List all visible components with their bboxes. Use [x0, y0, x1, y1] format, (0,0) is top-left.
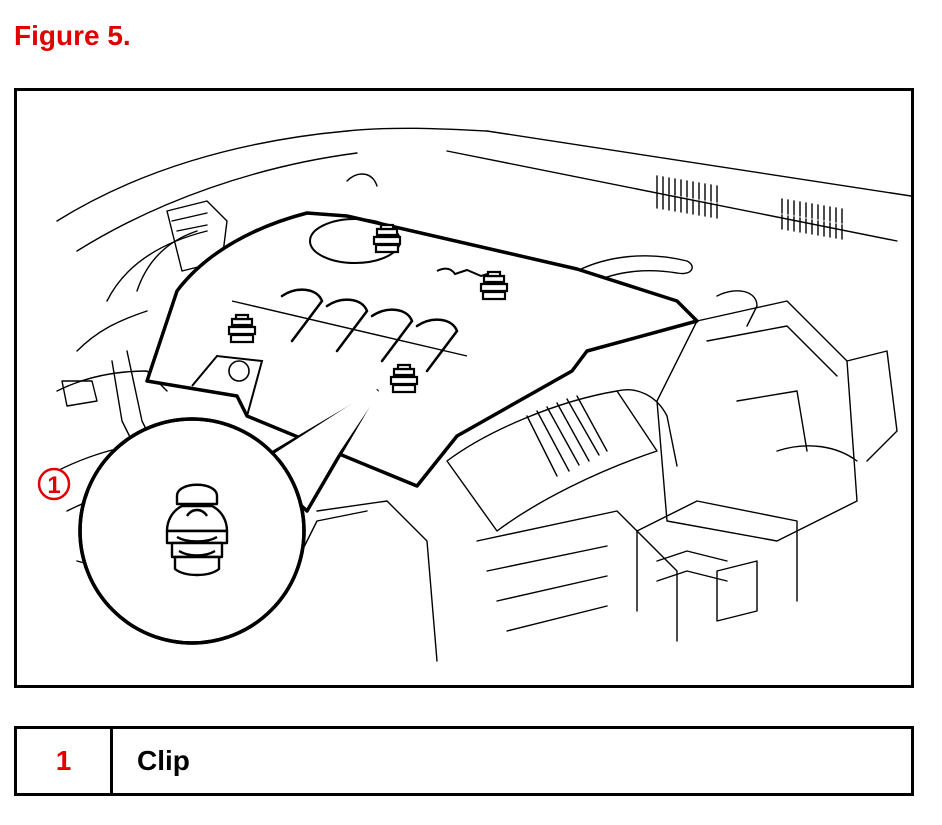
background-linework	[56, 127, 911, 662]
air-intake-hose	[446, 389, 678, 532]
callout-magnifier: 1	[37, 388, 380, 645]
legend-label: Clip	[137, 745, 190, 776]
legend-number: 1	[17, 729, 113, 793]
cover-clips	[227, 223, 509, 394]
cowl-vent-left	[656, 175, 718, 219]
callout-number: 1	[47, 472, 60, 499]
engine-bay-illustration: 1	[14, 88, 914, 688]
engine-cover	[145, 211, 699, 488]
clip-icon	[165, 483, 229, 577]
cowl-vent-right	[781, 198, 843, 240]
legend-table: 1 Clip	[14, 726, 914, 796]
air-cleaner-box	[656, 300, 858, 542]
figure-title: Figure 5.	[14, 20, 131, 51]
